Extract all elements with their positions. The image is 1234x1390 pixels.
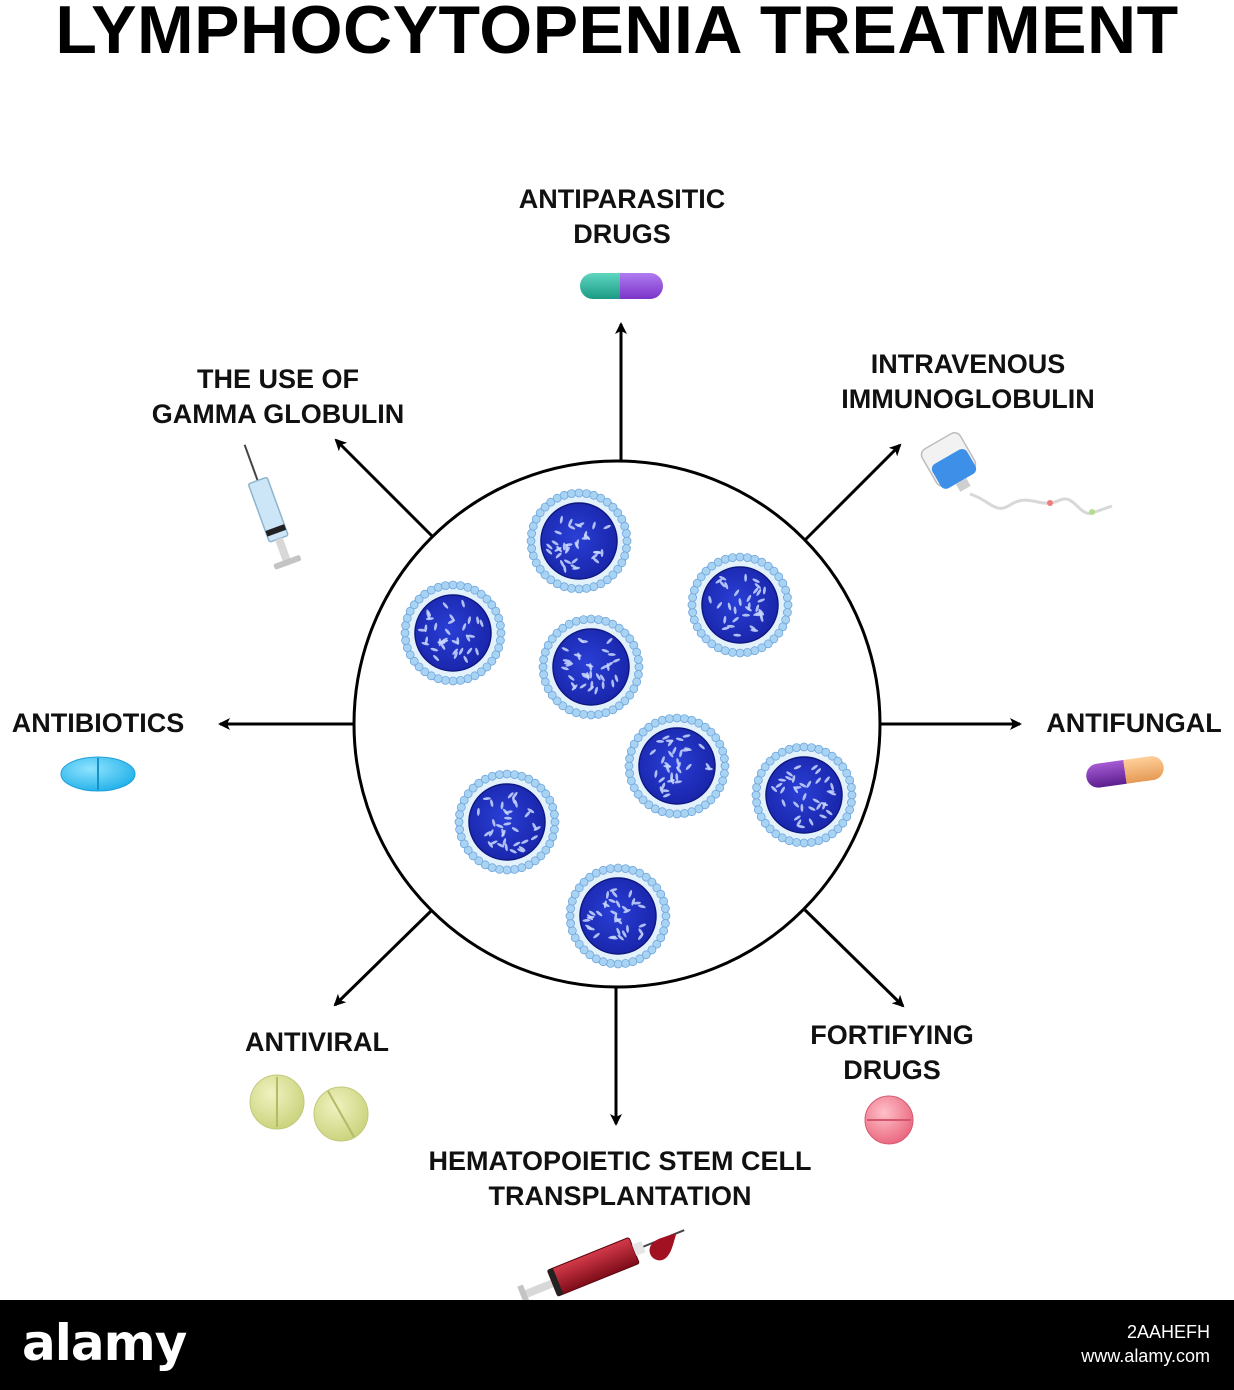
arrow-gamma (334, 438, 434, 538)
label-antiviral: ANTIVIRAL (232, 1025, 402, 1060)
lymphocyte-cell (565, 863, 671, 969)
label-line: TRANSPLANTATION (488, 1181, 752, 1211)
arrow-ivig (803, 443, 902, 542)
capsule-icon (580, 273, 663, 299)
blood-syringe-icon (517, 1229, 685, 1306)
lymphocyte-cell (526, 488, 632, 594)
label-antiparasitic: ANTIPARASITIC DRUGS (502, 182, 742, 252)
watermark-footer: alamy 2AAHEFH www.alamy.com (0, 1300, 1234, 1390)
label-line: INTRAVENOUS (870, 349, 1066, 379)
label-line: THE USE OF (196, 364, 359, 394)
label-antibiotics: ANTIBIOTICS (0, 706, 196, 741)
round-tablet-icon (864, 1095, 914, 1145)
lymphocyte-cell (400, 580, 506, 686)
label-line: HEMATOPOIETIC STEM CELL (428, 1146, 812, 1176)
label-line: ANTIVIRAL (245, 1027, 389, 1057)
label-line: DRUGS (573, 219, 671, 249)
syringe-icon (243, 444, 302, 570)
iv-drip-bottle-icon (920, 432, 1113, 515)
arrows (218, 322, 1022, 1126)
lymphocyte-cell (538, 614, 644, 720)
label-line: DRUGS (843, 1055, 941, 1085)
image-id-url: www.alamy.com (1081, 1346, 1210, 1366)
round-tablets-icon (249, 1074, 369, 1142)
label-line: FORTIFYING (810, 1020, 974, 1050)
label-ivig: INTRAVENOUS IMMUNOGLOBULIN (822, 347, 1114, 417)
arrow-fortifying (803, 908, 905, 1008)
page-title: LYMPHOCYTOPENIA TREATMENT (55, 0, 1179, 68)
label-antifungal: ANTIFUNGAL (1034, 706, 1234, 741)
lymphocyte-cell (687, 552, 793, 658)
label-hsct: HEMATOPOIETIC STEM CELL TRANSPLANTATION (396, 1144, 844, 1214)
capsule-icon (1086, 756, 1164, 788)
label-fortifying: FORTIFYING DRUGS (794, 1018, 990, 1088)
label-line: GAMMA GLOBULIN (151, 399, 405, 429)
label-line: ANTIPARASITIC (518, 184, 726, 214)
lymphocyte-cells (400, 488, 857, 969)
label-line: ANTIBIOTICS (11, 708, 185, 738)
label-line: ANTIFUNGAL (1046, 708, 1222, 738)
oval-tablet-icon (60, 756, 136, 792)
lymphocyte-cell (454, 769, 560, 875)
blood-drop-icon (649, 1233, 677, 1261)
image-id: 2AAHEFH www.alamy.com (1081, 1320, 1210, 1368)
arrow-antiviral (333, 908, 434, 1007)
label-gamma: THE USE OF GAMMA GLOBULIN (130, 362, 426, 432)
image-id-code: 2AAHEFH (1126, 1322, 1210, 1342)
alamy-logo: alamy (22, 1314, 187, 1372)
lymphocyte-cell (624, 713, 730, 819)
label-line: IMMUNOGLOBULIN (841, 384, 1095, 414)
lymphocyte-cell (751, 742, 857, 848)
